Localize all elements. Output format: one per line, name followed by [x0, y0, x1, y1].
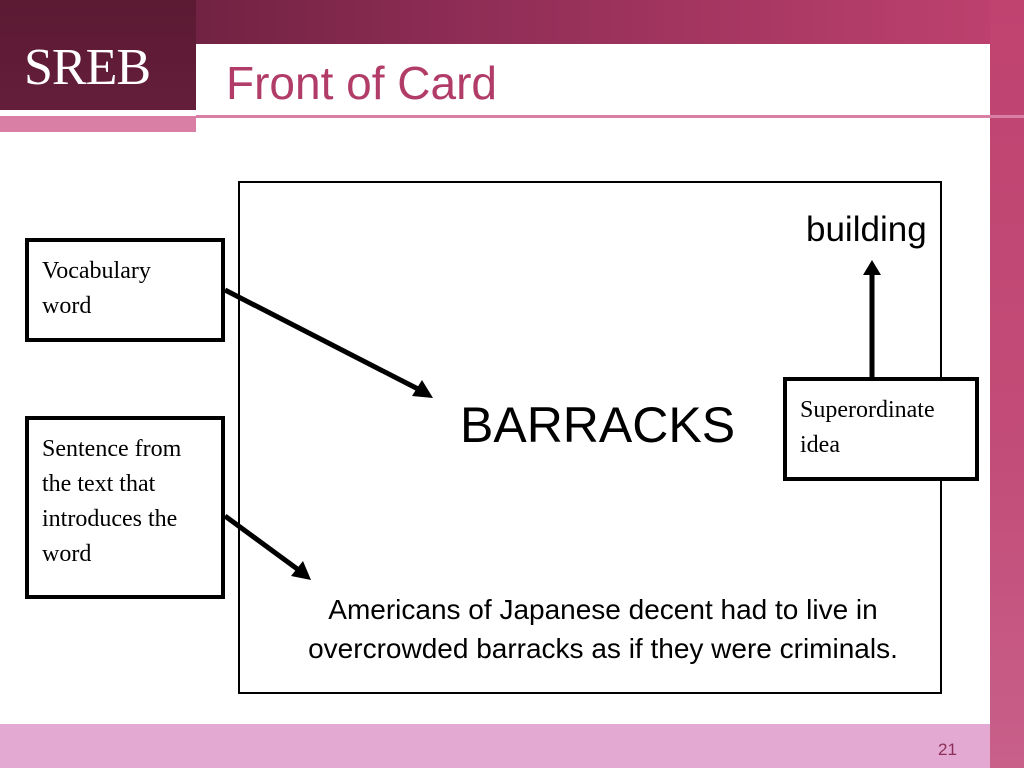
logo-rule [0, 116, 196, 132]
superordinate-word: building [806, 210, 927, 249]
superordinate-arrow [863, 260, 881, 377]
logo-block: SREB [0, 0, 196, 110]
title-rule [196, 115, 1024, 118]
vocabulary-arrow [223, 287, 433, 398]
slide-title: Front of Card [226, 57, 497, 109]
right-side-band [990, 0, 1024, 768]
superordinate-callout-line-1: Superordinate [800, 397, 935, 423]
page-number: 21 [938, 740, 957, 759]
sentence-arrow [223, 513, 311, 580]
sentence-callout-line-1: Sentence from [42, 436, 182, 462]
example-sentence-line-1: Americans of Japanese decent had to live… [328, 594, 878, 625]
superordinate-callout: Superordinate idea [783, 377, 979, 481]
sreb-logo: SREB [24, 39, 151, 96]
sentence-callout-line-3: introduces the [42, 506, 178, 532]
example-sentence-line-2: overcrowded barracks as if they were cri… [308, 633, 898, 664]
vocabulary-callout-line-1: Vocabulary [42, 258, 151, 284]
title-area [196, 44, 990, 114]
vocabulary-word: BARRACKS [460, 397, 736, 453]
footer-band [0, 724, 990, 768]
vocabulary-callout-line-2: word [42, 293, 92, 319]
example-sentence: Americans of Japanese decent had to live… [268, 590, 938, 668]
sentence-callout-line-4: word [42, 541, 92, 567]
vocabulary-callout: Vocabulary word [25, 238, 225, 342]
sentence-callout: Sentence from the text that introduces t… [25, 416, 225, 599]
sentence-callout-line-2: the text that [42, 471, 156, 497]
superordinate-callout-line-2: idea [800, 432, 840, 458]
